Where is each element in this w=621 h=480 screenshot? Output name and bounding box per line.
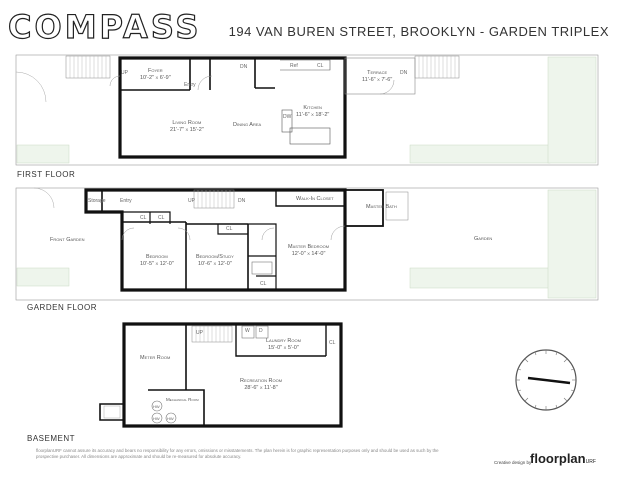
first-floor-label: FIRST FLOOR [17,170,76,179]
rear-planter [409,144,551,164]
up-tag: UP [121,70,128,76]
floorplan-brand: floorplanURF [530,451,596,466]
front-planter [16,144,70,164]
room-name: Kitchen [303,105,322,111]
master-bath-walls [344,189,384,227]
room-kitchen: Kitchen 11'-6" x 18'-2" [296,105,329,119]
ref-tag: Ref [290,63,298,69]
room-front-garden: Front Garden [50,237,85,244]
rear-yard [547,56,597,164]
room-dimension: 28'-6" x 11'-8" [244,385,278,391]
cl-tag: CL [317,63,324,69]
room-bedroom: Bedroom 10'-5" x 12'-0" [140,254,174,268]
up-tag: UP [196,330,203,336]
room-name: Living Room [172,120,202,126]
property-title: 194 VAN BUREN STREET, BROOKLYN - GARDEN … [228,24,609,39]
closet-tag: CL [226,226,233,232]
garden-floor-plan [15,187,599,301]
disclaimer-text: floorplanURF cannot assure its accuracy … [36,448,439,459]
garden-floor-walls [84,188,347,292]
bathtub [251,261,273,275]
room-name: Master Bath [366,204,397,210]
room-dimension: 11'-6" x 18'-2" [296,112,330,118]
washer-tag: W [245,328,250,334]
garden-floor-label: GARDEN FLOOR [27,303,98,312]
room-dimension: 15'-0" x 5'-0" [268,345,299,351]
room-name: Bedroom/Study [196,254,234,260]
room-name: Bedroom [146,254,168,260]
storage-tag: Storage [88,198,106,204]
dryer-tag: D [259,328,263,334]
room-name: Laundry Room [266,338,301,344]
room-master-bedroom: Master Bedroom 12'-0" x 14'-0" [288,244,329,258]
room-dimension: 10'-6" x 12'-0" [198,261,232,267]
room-dimension: 10'-2" x 6'-9" [140,75,171,81]
room-name: Master Bedroom [288,244,330,250]
dn-tag: DN [238,198,246,204]
room-name: Front Garden [50,237,85,243]
rear-stair [414,55,460,79]
brand-suffix: URF [585,459,596,465]
closet-tag: CL [158,215,165,221]
room-name: Terrace [367,70,388,76]
room-mechanical: Mechanical Room [166,396,199,403]
room-name: Garden [474,236,493,242]
room-laundry: Laundry Room 15'-0" x 5'-0" [266,338,301,352]
closet-tag: CL [329,340,336,346]
room-garden: Garden [474,236,492,243]
room-living: Living Room 21'-7" x 15'-2" [170,120,204,134]
room-dimension: 21'-7" x 15'-2" [170,127,204,133]
room-bedroom-study: Bedroom/Study 10'-6" x 12'-0" [196,254,234,268]
dishwasher [281,109,293,133]
design-credit: Creative design by [494,460,532,465]
room-dimension: 10'-5" x 12'-0" [140,261,174,267]
first-floor-site-outline [15,54,599,166]
basement-label: BASEMENT [27,434,76,443]
dn-tag: DN [240,64,248,70]
room-dining: Dining Area [233,122,261,129]
closet-tag: CL [260,281,267,287]
room-name: Mechanical Room [166,397,199,402]
garden-floor-site-outline [15,187,599,301]
room-name: Meter Room [140,355,171,361]
kitchen-island [289,127,331,145]
room-master-bath: Master Bath [366,204,397,211]
room-meter: Meter Room [140,355,170,362]
up-tag: UP [188,198,195,204]
room-name: Foyer [147,68,163,74]
first-floor-walls [118,56,347,159]
front-gate-swing [15,71,47,103]
dn-tag-rear: DN [400,70,408,76]
water-heater-tag: HW [153,416,160,421]
entry-tag: Entry [184,82,196,88]
room-name: Walk-In Closet [296,196,334,202]
room-terrace: Terrace 11'-6" x 7'-6" [362,70,392,84]
room-dimension: 11'-6" x 7'-6" [362,77,393,83]
room-recreation: Recreation Room 28'-6" x 11'-8" [240,378,282,392]
closet-tag: CL [140,215,147,221]
room-foyer: Foyer 10'-2" x 6'-9" [140,68,171,82]
brand-name: floorplan [530,451,586,466]
water-heater-tag: HW [153,404,160,409]
front-stair [65,55,111,79]
room-name: Recreation Room [240,378,283,384]
entry-tag: Entry [120,198,132,204]
compass-logo: COMPASS [7,7,202,46]
north-arrow [515,349,577,411]
water-heater-tag: HW [167,416,174,421]
room-walk-in-closet: Walk-In Closet [296,196,334,203]
dw-tag: DW [283,114,292,120]
basement-plan [99,322,343,428]
room-name: Dining Area [233,122,262,128]
first-floor-plan [15,54,599,166]
room-dimension: 12'-0" x 14'-0" [291,251,326,257]
